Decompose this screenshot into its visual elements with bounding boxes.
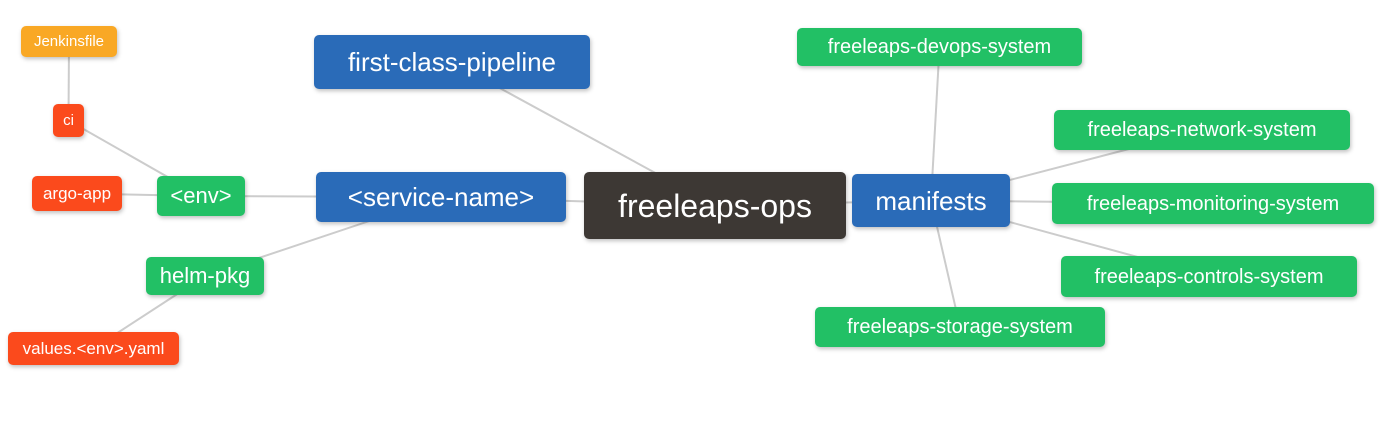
node-label: freeleaps-network-system [1087,119,1317,141]
node-label: argo-app [42,184,112,203]
node-freeleaps-network-system[interactable]: freeleaps-network-system [1054,110,1350,150]
node-argo-app[interactable]: argo-app [32,176,122,211]
node-label: <service-name> [347,182,535,212]
node-label: freeleaps-storage-system [847,316,1073,338]
node-label: first-class-pipeline [347,47,557,77]
node-freeleaps-devops-system[interactable]: freeleaps-devops-system [797,28,1082,66]
node-label: <env> [170,183,232,208]
node-label: manifests [875,185,987,216]
node-label: Jenkinsfile [33,33,105,50]
node-label: freeleaps-ops [618,187,812,224]
node-label: freeleaps-monitoring-system [1086,192,1340,215]
node-freeleaps-ops[interactable]: freeleaps-ops [584,172,846,239]
node-label: helm-pkg [159,263,251,288]
node-label: ci [63,112,74,129]
node-first-class-pipeline[interactable]: first-class-pipeline [314,35,590,89]
node-label: freeleaps-devops-system [827,36,1052,58]
node-label: freeleaps-controls-system [1094,265,1324,288]
node-env[interactable]: <env> [157,176,245,216]
node-service-name[interactable]: <service-name> [316,172,566,222]
node-manifests[interactable]: manifests [852,174,1010,227]
node-jenkinsfile[interactable]: Jenkinsfile [21,26,117,57]
node-label: values.<env>.yaml [22,339,165,358]
node-freeleaps-storage-system[interactable]: freeleaps-storage-system [815,307,1105,347]
node-freeleaps-monitoring-system[interactable]: freeleaps-monitoring-system [1052,183,1374,224]
node-ci[interactable]: ci [53,104,84,137]
node-freeleaps-controls-system[interactable]: freeleaps-controls-system [1061,256,1357,297]
node-helm-pkg[interactable]: helm-pkg [146,257,264,295]
node-values-env-yaml[interactable]: values.<env>.yaml [8,332,179,365]
